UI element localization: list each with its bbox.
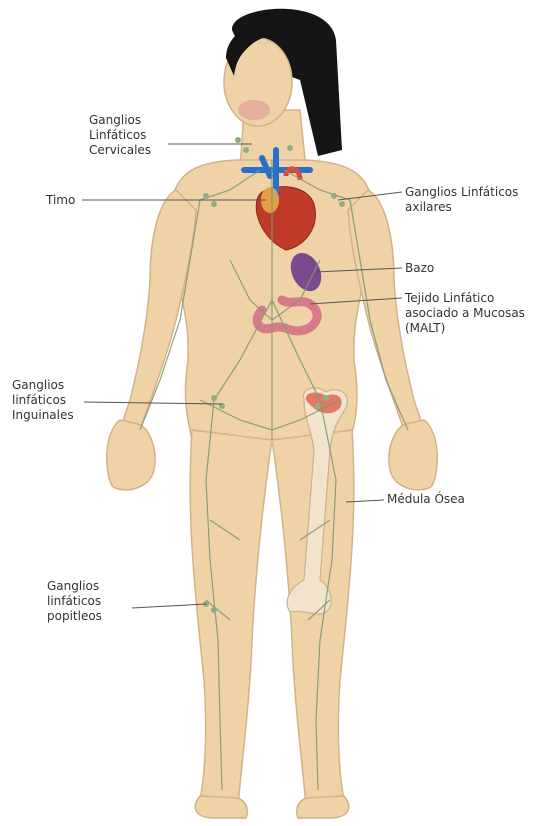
label-inguinal-lymph-nodes: Ganglios linfáticos Inguinales	[12, 378, 74, 423]
label-malt: Tejido Linfático asociado a Mucosas (MAL…	[405, 291, 525, 336]
throat-tissue	[238, 100, 270, 120]
label-popliteal-lymph-nodes: Ganglios linfáticos popitleos	[47, 579, 102, 624]
label-spleen: Bazo	[405, 261, 434, 276]
label-thymus: Timo	[46, 193, 75, 208]
label-axillary-lymph-nodes: Ganglios Linfáticos axilares	[405, 185, 518, 215]
label-bone-marrow: Médula Ósea	[387, 492, 465, 507]
leader-popliteos	[132, 604, 206, 608]
label-cervical-lymph-nodes: Ganglios Linfáticos Cervicales	[89, 113, 151, 158]
